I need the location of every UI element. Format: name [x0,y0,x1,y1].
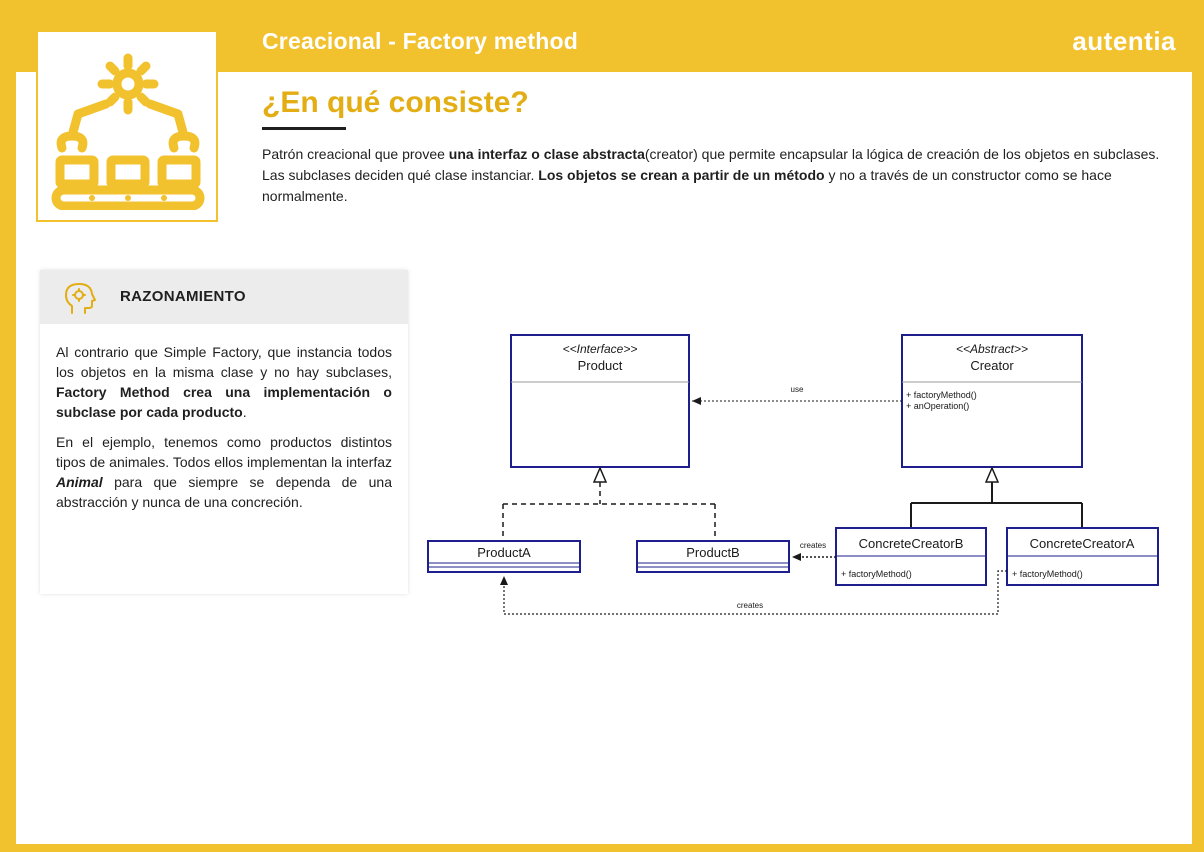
reasoning-paragraph-2: En el ejemplo, tenemos como productos di… [56,432,392,512]
uml-class-product: <<Interface>> Product [510,334,690,468]
uml-class-concrete-creator-a: ConcreteCreatorA + factoryMethod() [1006,527,1159,586]
reasoning.p1-run: Al contrario que Simple Factory, que ins… [56,344,392,380]
frame-left-edge [0,0,16,852]
reasoning-body: Al contrario que Simple Factory, que ins… [56,342,392,522]
frame-right-edge [1192,0,1204,852]
product-realization [502,466,716,541]
frame-bottom-edge [0,844,1204,852]
creator-inheritance [910,466,1083,528]
section.intro-run: (creator) que permite encapsular la lógi… [262,146,1160,183]
reasoning.p1-run: . [242,404,247,420]
concrete-b-name: ConcreteCreatorB [859,536,964,551]
section.intro-run: Patrón creacional que provee [262,146,449,162]
factory-robot-arms-icon [51,53,205,210]
factory-logo-box [36,30,218,222]
uml-class-product-a: ProductA [427,540,581,573]
reasoning.p1-run: Factory Method crea una implementación o… [56,384,392,420]
product-stereotype: <<Interface>> [563,342,638,356]
section.intro-run: una interfaz o clase abstracta [448,146,645,162]
concrete-a-name: ConcreteCreatorA [1030,536,1135,551]
reasoning-card-header: RAZONAMIENTO [40,270,408,324]
creates-b-label: creates [800,541,826,550]
head-gears-icon [65,283,96,314]
creator-method-2: + anOperation() [906,401,969,411]
reasoning.p2-run: En el ejemplo, tenemos como productos di… [56,434,392,470]
brand-logo: autentia [1072,26,1176,56]
product-b-name: ProductB [686,545,739,560]
reasoning.p2-run: Animal [56,474,103,490]
section-heading: ¿En qué consiste? [262,86,529,119]
creator-name: Creator [970,358,1014,373]
product-name: Product [578,358,623,373]
uml-class-concrete-creator-b: ConcreteCreatorB + factoryMethod() [835,527,987,586]
section.intro-run: Los objetos se crean a partir de un méto… [538,167,825,183]
use-label: use [791,385,804,394]
product-a-name: ProductA [477,545,531,560]
reasoning.p2-run: para que siempre se dependa de una abstr… [56,474,392,510]
reasoning-card: RAZONAMIENTO Al contrario que Simple Fac… [40,270,408,594]
intro-paragraph: Patrón creacional que provee una interfa… [262,144,1167,207]
uml-diagram: <<Interface>> Product <<Abstract>> Creat… [427,334,1159,615]
uml-class-creator: <<Abstract>> Creator + factoryMethod() +… [901,334,1083,468]
creator-stereotype: <<Abstract>> [956,342,1028,356]
reasoning-paragraph-1: Al contrario que Simple Factory, que ins… [56,342,392,422]
page-title: Creacional - Factory method [262,28,578,54]
creates-a-label: creates [737,601,763,610]
uml-class-product-b: ProductB [636,540,790,573]
section.intro-run: y no a través de un constructor como se … [262,167,1112,204]
creates-a-line [500,570,1007,615]
reasoning-title: RAZONAMIENTO [120,288,246,305]
creator-method-1: + factoryMethod() [906,390,977,400]
heading-underline [262,127,346,130]
concrete-b-method: + factoryMethod() [841,569,912,579]
concrete-a-method: + factoryMethod() [1012,569,1083,579]
